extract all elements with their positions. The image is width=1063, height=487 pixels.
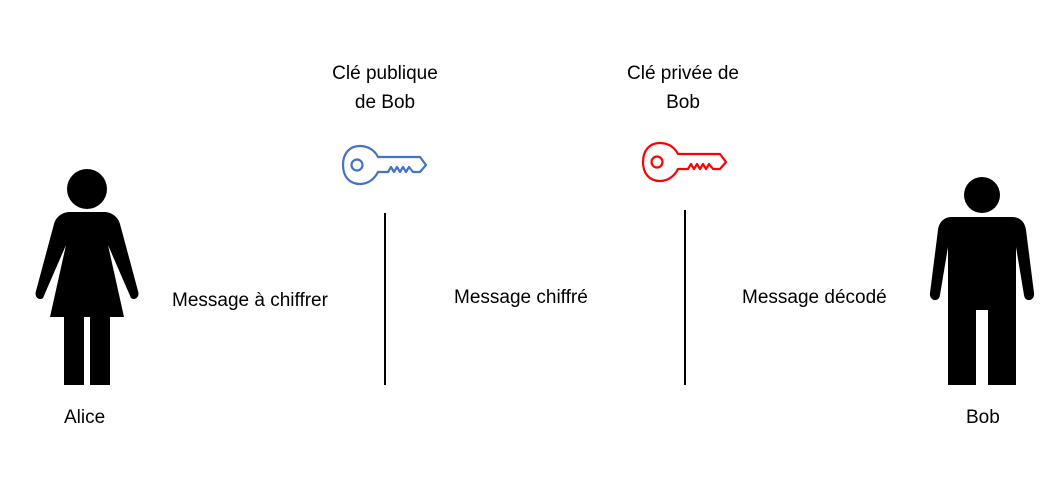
encrypted-message-label: Message chiffré [454, 287, 588, 308]
plain-message-label: Message à chiffrer [172, 290, 328, 311]
private-key-label: Clé privée de Bob [603, 59, 763, 117]
bob-figure-icon [929, 177, 1035, 385]
public-key-icon [341, 144, 428, 186]
bob-name-label: Bob [966, 407, 1000, 428]
public-key-label: Clé publique de Bob [305, 59, 465, 117]
public-key-divider [384, 213, 386, 385]
decoded-message-label: Message décodé [742, 287, 887, 308]
alice-name-label: Alice [64, 407, 106, 428]
private-key-icon [641, 141, 728, 183]
alice-figure-icon [35, 169, 139, 385]
private-key-label-line1: Clé privée de [627, 63, 739, 84]
public-key-label-line1: Clé publique [332, 63, 438, 84]
private-key-label-line2: Bob [666, 92, 700, 113]
private-key-divider [684, 210, 686, 385]
public-key-label-line2: de Bob [354, 92, 416, 113]
